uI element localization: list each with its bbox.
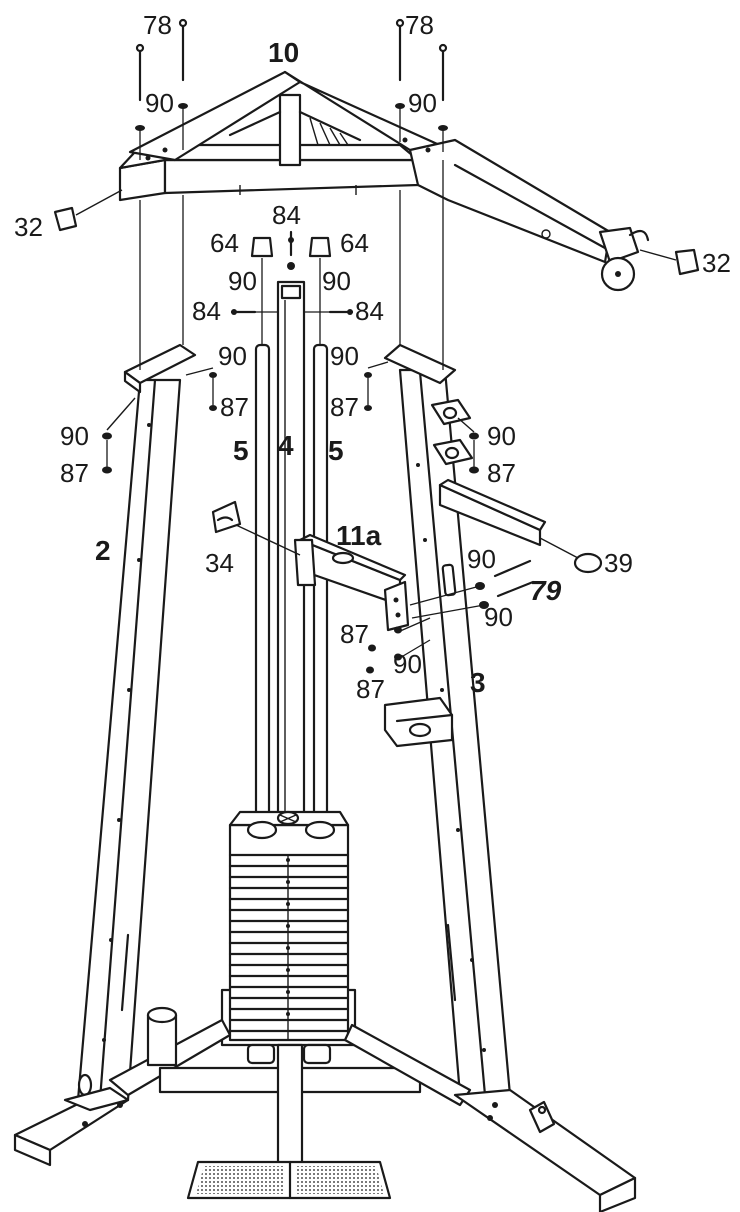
label-part-64-right: 64 (340, 228, 369, 258)
label-part-32-left: 32 (14, 212, 43, 242)
label-part-87-arm-b: 87 (356, 674, 385, 704)
base-frame (13, 1006, 637, 1212)
label-part-90-mid-right: 90 (330, 341, 359, 371)
label-part-84-right: 84 (355, 296, 384, 326)
label-part-78-left: 78 (143, 10, 172, 40)
label-part-84-top: 84 (272, 200, 301, 230)
label-part-5-left: 5 (233, 435, 249, 466)
label-part-84-left: 84 (192, 296, 221, 326)
left-upright-part-2 (76, 195, 197, 1102)
label-part-90-mid-left: 90 (218, 341, 247, 371)
label-part-87-side-left: 87 (60, 458, 89, 488)
label-part-87-mid-left: 87 (220, 392, 249, 422)
top-bolts-78 (135, 18, 448, 160)
part-labels: 10 78 78 90 90 32 32 84 64 64 90 90 84 8… (14, 10, 731, 704)
label-part-90-side-left: 90 (60, 421, 89, 451)
label-part-34: 34 (205, 548, 234, 578)
arm-part-11a (211, 500, 410, 632)
label-part-90-rod-left: 90 (228, 266, 257, 296)
label-part-90-arm-a: 90 (467, 544, 496, 574)
label-part-90-top-left: 90 (145, 88, 174, 118)
label-part-64-left: 64 (210, 228, 239, 258)
label-part-87-arm-a: 87 (340, 619, 369, 649)
label-part-90-arm-c: 90 (393, 649, 422, 679)
label-part-90-arm-b: 90 (484, 602, 513, 632)
top-frame-part-10 (118, 70, 650, 292)
lower-pad-bracket (383, 696, 454, 748)
label-part-79: 79 (530, 575, 562, 606)
label-part-32-right: 32 (702, 248, 731, 278)
label-part-90-side-right: 90 (487, 421, 516, 451)
right-support-arm (438, 478, 603, 574)
label-part-39: 39 (604, 548, 633, 578)
label-part-90-rod-right: 90 (322, 266, 351, 296)
mid-hardware (102, 361, 479, 474)
label-part-10: 10 (268, 37, 299, 68)
label-part-11a: 11a (336, 520, 382, 551)
label-part-3: 3 (470, 667, 486, 698)
weight-stack (220, 810, 357, 1065)
label-part-87-side-right: 87 (487, 458, 516, 488)
end-cap-32-left (53, 189, 123, 232)
label-part-4: 4 (278, 430, 294, 461)
end-cap-32-right (639, 248, 700, 276)
label-part-90-top-right: 90 (408, 88, 437, 118)
arm-hardware (366, 559, 535, 674)
label-part-78-right: 78 (405, 10, 434, 40)
label-part-2: 2 (95, 535, 111, 566)
label-part-87-mid-right: 87 (330, 392, 359, 422)
guide-rod-caps (230, 230, 354, 345)
label-part-5-right: 5 (328, 435, 344, 466)
